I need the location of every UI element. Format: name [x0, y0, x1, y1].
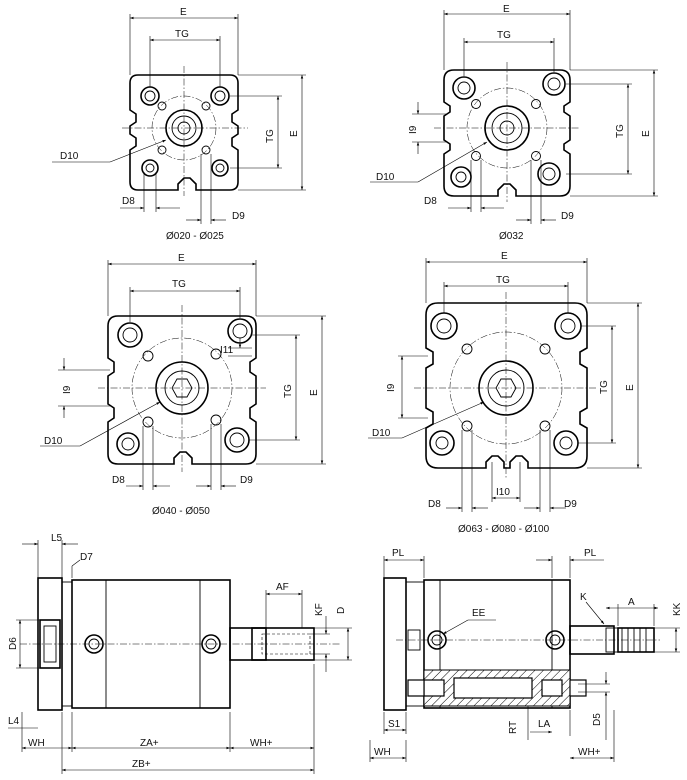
- front-view-032: E TG I9 TG E D10 D8 D9: [370, 4, 658, 242]
- piston-rod-end: [155, 361, 209, 415]
- dim-label-D9: D9: [240, 475, 253, 486]
- dim-label-TG-side: TG: [615, 124, 626, 138]
- body-outline: [107, 315, 257, 465]
- dim-label-WH-plus: WH+: [578, 747, 601, 758]
- hex-socket: [495, 378, 517, 398]
- rod-thread: [617, 627, 655, 653]
- dim-label-AF: AF: [276, 582, 289, 593]
- view-caption: Ø063 - Ø080 - Ø100: [458, 524, 550, 535]
- piston-rod-end: [478, 360, 534, 416]
- mounting-hole: [141, 159, 159, 177]
- port-hole: [545, 630, 565, 650]
- dim-label-ZB: ZB+: [132, 759, 151, 770]
- dim-label-E: E: [180, 7, 187, 18]
- dim-label-I11: I11: [220, 345, 234, 356]
- dim-label-D9: D9: [564, 499, 577, 510]
- dim-label-TG-side: TG: [265, 129, 276, 143]
- dim-label-E-side: E: [625, 384, 636, 391]
- mounting-hole: [224, 427, 250, 453]
- dim-label-TG: TG: [175, 29, 189, 40]
- dim-label-D6: D6: [8, 637, 19, 650]
- dim-label-I10: I10: [496, 487, 510, 498]
- body-outline: [129, 74, 239, 191]
- dim-label-D5: D5: [592, 713, 603, 726]
- mounting-hole: [117, 322, 143, 348]
- dim-label-WH: WH: [28, 738, 45, 749]
- front-view-020-025: E TG TG E D10 D8 D9 Ø020 - Ø025: [52, 7, 306, 242]
- mounting-hole: [210, 86, 230, 106]
- dim-label-TG: TG: [497, 30, 511, 41]
- dim-label-I9: I9: [408, 125, 419, 134]
- dim-label-E: E: [503, 4, 510, 15]
- dim-label-E-side: E: [641, 130, 652, 137]
- dim-label-TG-side: TG: [283, 384, 294, 398]
- side-view-right: PL PL EE K A KK S1 RT LA: [369, 548, 683, 762]
- mounting-hole: [211, 159, 229, 177]
- mounting-hole: [450, 166, 472, 188]
- dim-label-KF: KF: [314, 603, 325, 616]
- dim-label-ZA: ZA+: [140, 738, 159, 749]
- dim-label-D8: D8: [122, 196, 135, 207]
- dim-label-E-side: E: [289, 130, 300, 137]
- mounting-hole: [537, 162, 561, 186]
- hex-socket: [171, 378, 193, 398]
- dim-label-L5: L5: [51, 533, 63, 544]
- dim-label-K: K: [580, 592, 587, 603]
- body-outline: [443, 69, 571, 197]
- view-caption: Ø040 - Ø050: [152, 506, 210, 517]
- dim-label-D8: D8: [112, 475, 125, 486]
- dim-label-D10: D10: [376, 172, 395, 183]
- piston-rod-end: [165, 109, 203, 147]
- body-outline: [425, 302, 588, 469]
- dim-label-E: E: [501, 251, 508, 262]
- dim-label-LA: LA: [538, 719, 551, 730]
- dim-label-EE: EE: [472, 608, 486, 619]
- dim-label-E: E: [178, 253, 185, 264]
- dim-label-PL-left: PL: [392, 548, 405, 559]
- mounting-hole: [553, 430, 579, 456]
- mounting-hole: [452, 76, 476, 100]
- mounting-hole: [116, 432, 140, 456]
- dim-label-WH-plus: WH+: [250, 738, 273, 749]
- dim-label-D: D: [336, 607, 347, 614]
- dim-label-L4: L4: [8, 716, 20, 727]
- port-hole: [427, 630, 447, 650]
- front-view-040-050: E TG I11 I9 TG E D10 D8: [40, 253, 326, 517]
- side-view-left: L5 D7 D6 L4 WH ZA+ WH+ ZB+ AF: [8, 533, 352, 774]
- dim-label-RT: RT: [508, 721, 519, 734]
- dim-label-D8: D8: [428, 499, 441, 510]
- dim-label-D7: D7: [80, 552, 93, 563]
- dim-label-D9: D9: [232, 211, 245, 222]
- dim-label-I9: I9: [386, 383, 397, 392]
- dim-label-D10: D10: [372, 428, 391, 439]
- dim-label-D9: D9: [561, 211, 574, 222]
- dim-label-E-side: E: [309, 389, 320, 396]
- mounting-hole: [429, 430, 455, 456]
- view-caption: Ø032: [499, 231, 524, 242]
- mounting-hole: [542, 72, 566, 96]
- dim-label-D10: D10: [60, 151, 79, 162]
- dim-label-A: A: [628, 597, 635, 608]
- mounting-hole: [554, 312, 582, 340]
- dim-label-TG: TG: [172, 279, 186, 290]
- mounting-hole: [140, 86, 160, 106]
- dim-label-S1: S1: [388, 719, 401, 730]
- dim-label-KK: KK: [672, 602, 683, 616]
- piston-rod: [569, 625, 615, 655]
- dim-label-PL-right: PL: [584, 548, 597, 559]
- dim-label-D8: D8: [424, 196, 437, 207]
- dim-label-TG-side: TG: [599, 380, 610, 394]
- front-view-063-080-100: E TG I9 TG E D10 I10 D8: [368, 251, 642, 535]
- view-caption: Ø020 - Ø025: [166, 231, 224, 242]
- dim-label-I9: I9: [62, 385, 73, 394]
- piston-rod-end: [484, 105, 530, 151]
- rear-cap: [383, 577, 407, 711]
- dim-label-D10: D10: [44, 436, 63, 447]
- mounting-hole: [430, 312, 458, 340]
- dim-label-WH: WH: [374, 747, 391, 758]
- dim-label-TG: TG: [496, 275, 510, 286]
